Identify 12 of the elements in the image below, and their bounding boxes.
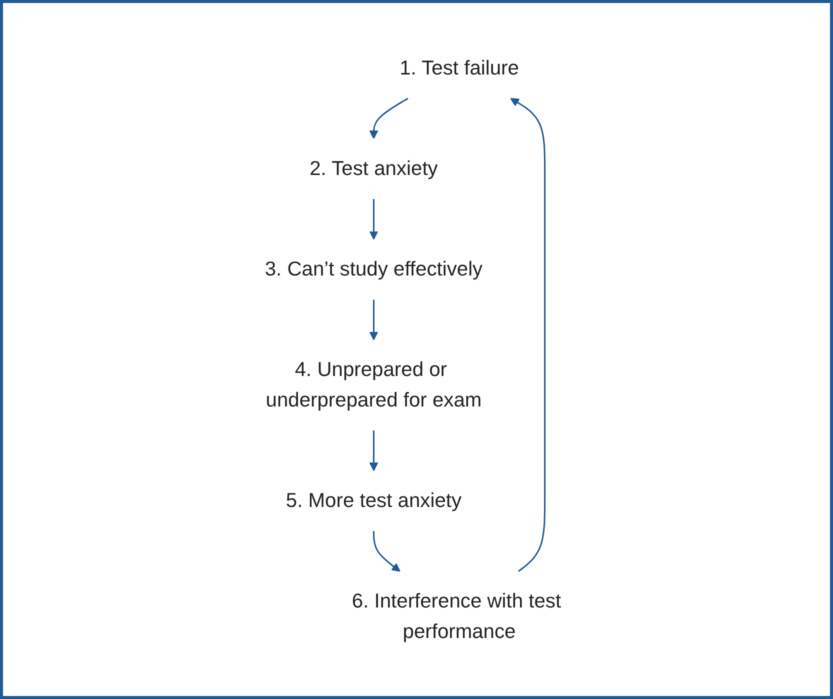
node-text: 2. Test anxiety xyxy=(310,157,438,180)
node-text: 4. Unprepared or underprepared for exam xyxy=(266,358,482,411)
node-text: 1. Test failure xyxy=(400,56,519,79)
node-text: 3. Can’t study effectively xyxy=(264,258,483,280)
arrow xyxy=(510,98,546,572)
arrow xyxy=(369,430,378,471)
arrow xyxy=(372,530,400,572)
arrow xyxy=(369,198,378,240)
arrow xyxy=(369,299,378,340)
arrow xyxy=(369,97,408,139)
node-text: 6. Interference with test performance xyxy=(352,590,562,642)
node-text: 5. More test anxiety xyxy=(286,489,462,512)
